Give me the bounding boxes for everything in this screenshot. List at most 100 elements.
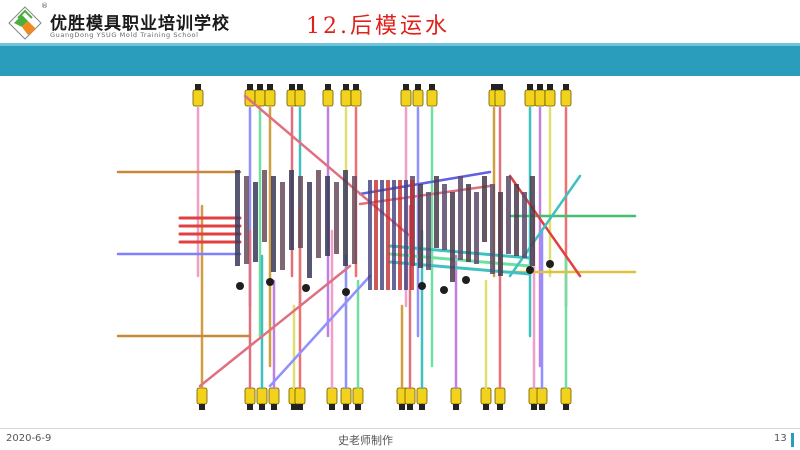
manifold-bar (289, 170, 294, 250)
pipe-plug (531, 404, 537, 410)
manifold-bar (458, 176, 463, 260)
pipe-plug (497, 84, 503, 90)
pipe-fitting (196, 387, 208, 405)
pipe-plug (483, 404, 489, 410)
pipe-plug (291, 404, 297, 410)
pipe-fitting (494, 89, 506, 107)
pipe-fitting (560, 89, 572, 107)
manifold-bar (410, 180, 414, 290)
pipe-plug (199, 404, 205, 410)
school-logo: ® 优胜模具职业培训学校 GuangDong YSUG Mold Trainin… (8, 2, 248, 42)
pipe-plug (257, 84, 263, 90)
pipe-fitting (400, 89, 412, 107)
pipe-plug (325, 84, 331, 90)
title-band (0, 43, 800, 76)
manifold-bar (474, 192, 479, 264)
pipe-plug (271, 404, 277, 410)
pipe-fitting (322, 89, 334, 107)
pipe-plug (267, 84, 273, 90)
baffle-cap (546, 260, 554, 268)
cooling-channel-drawing (116, 84, 637, 410)
pipe-fitting (340, 89, 352, 107)
pipe-plug (491, 84, 497, 90)
baffle-cap (342, 288, 350, 296)
manifold-bar (418, 184, 423, 268)
manifold-bar (368, 180, 372, 290)
manifold-bar (325, 176, 330, 256)
baffle-cap (302, 284, 310, 292)
manifold-bar (434, 176, 439, 248)
pipe-fitting (256, 387, 268, 405)
pipe-fitting (536, 387, 548, 405)
pipe-fitting (450, 387, 462, 405)
pipe-fitting (534, 89, 546, 107)
pipe-plug (563, 404, 569, 410)
manifold-bar (386, 180, 390, 290)
pipe-plug (343, 404, 349, 410)
manifold-bar (280, 182, 285, 270)
baffle-cap (418, 282, 426, 290)
pipe-fitting (352, 387, 364, 405)
pipe-plug (289, 84, 295, 90)
manifold-bar (271, 176, 276, 272)
slide-title: 12.后模运水 (306, 14, 450, 39)
pipe-fitting (524, 89, 536, 107)
manifold-bar (343, 170, 348, 266)
pipe-plug (247, 84, 253, 90)
pipe-plug (195, 84, 201, 90)
pipe-plug (399, 404, 405, 410)
pipe-fitting (544, 89, 556, 107)
pipe-plug (343, 84, 349, 90)
school-name-english: GuangDong YSUG Mold Training School (50, 31, 199, 39)
baffle-cap (236, 282, 244, 290)
pipe-plug (329, 404, 335, 410)
manifold-bar (307, 182, 312, 278)
pipe-fitting (268, 387, 280, 405)
manifold-bar (262, 170, 267, 242)
manifold-bar (514, 184, 519, 256)
pipe-fitting (560, 387, 572, 405)
pipe-plug (297, 404, 303, 410)
footer-date: 2020-6-9 (6, 433, 52, 444)
manifold-bar (522, 192, 527, 258)
manifold-bar (398, 180, 402, 290)
baffle-cap (266, 278, 274, 286)
school-name: 优胜模具职业培训学校 (50, 14, 230, 34)
pipe-plug (355, 404, 361, 410)
pipe-plug (353, 84, 359, 90)
pipe-plug (419, 404, 425, 410)
pipe-plug (453, 404, 459, 410)
manifold-bar (482, 176, 487, 242)
manifold-bar (253, 182, 258, 262)
pipe-plug (247, 404, 253, 410)
manifold-bar (316, 170, 321, 258)
pipe-fitting (416, 387, 428, 405)
pipe-fitting (294, 387, 306, 405)
manifold-bar (380, 180, 384, 290)
pipe-plug (259, 404, 265, 410)
pipe-fitting (192, 89, 204, 107)
manifold-bar (235, 170, 240, 266)
manifold-bar (352, 176, 357, 264)
pipe-plug (415, 84, 421, 90)
pipe-plug (527, 84, 533, 90)
manifold-bar (506, 176, 511, 254)
manifold-bar (374, 180, 378, 290)
manifold-bar (298, 176, 303, 248)
pipe-plug (297, 84, 303, 90)
manifold-bar (498, 192, 503, 276)
manifold-bar (244, 176, 249, 264)
pipe-plug (429, 84, 435, 90)
baffle-cap (440, 286, 448, 294)
pipe-plug (539, 404, 545, 410)
pipe-fitting (264, 89, 276, 107)
pipe-fitting (350, 89, 362, 107)
pipe-fitting (480, 387, 492, 405)
registered-mark: ® (41, 2, 48, 10)
manifold-bar (450, 192, 455, 282)
baffle-cap (462, 276, 470, 284)
pipe-fitting (494, 387, 506, 405)
footer-author: 史老师制作 (338, 434, 393, 447)
pipe-fitting (412, 89, 424, 107)
pipe-plug (537, 84, 543, 90)
